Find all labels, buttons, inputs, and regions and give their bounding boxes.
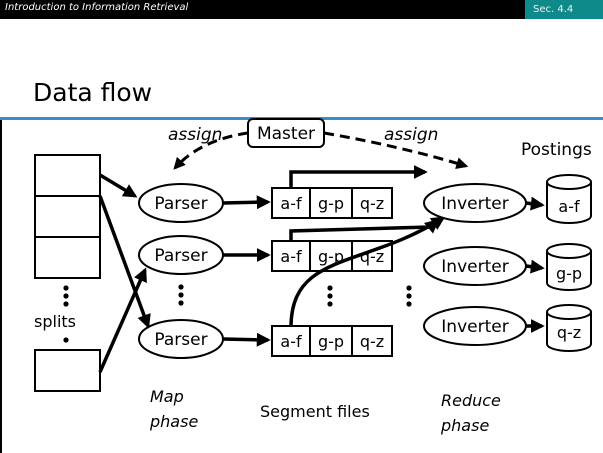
parser-label: Parser bbox=[154, 330, 207, 350]
segment-label: a-f bbox=[280, 247, 302, 266]
inverter-label: Inverter bbox=[441, 257, 508, 277]
postings-store: a-f g-p q-z bbox=[546, 174, 592, 352]
split-box bbox=[34, 349, 101, 392]
assign-arrow-right bbox=[323, 131, 469, 169]
assign-right-label: assign bbox=[384, 125, 438, 145]
slide-title: Data flow bbox=[33, 78, 153, 107]
inverter-label: Inverter bbox=[441, 194, 508, 214]
splits: splits bbox=[34, 154, 101, 392]
postings-label: g-p bbox=[556, 264, 582, 283]
postings-cylinder bbox=[546, 304, 592, 320]
header-bar: Introduction to Information Retrieval Se… bbox=[0, 0, 603, 19]
inverter-postings-arrows bbox=[525, 196, 545, 333]
parser-label: Parser bbox=[154, 246, 207, 266]
postings-header: Postings bbox=[521, 140, 592, 160]
split-box bbox=[34, 236, 101, 279]
master-label: Master bbox=[257, 124, 315, 144]
section-label: Sec. 4.4 bbox=[525, 0, 603, 19]
postings-label: a-f bbox=[558, 197, 580, 216]
map-phase-label: Map bbox=[150, 387, 184, 406]
segment-label: a-f bbox=[280, 332, 302, 351]
assign-arrow-left bbox=[173, 131, 249, 170]
left-border bbox=[0, 120, 2, 453]
parser-column: Parser Parser Parser bbox=[138, 183, 224, 359]
postings-cylinder bbox=[546, 174, 592, 190]
segment-label: g-p bbox=[318, 247, 344, 266]
inverter-column: Inverter Inverter Inverter bbox=[406, 183, 527, 346]
course-title: Introduction to Information Retrieval bbox=[5, 2, 189, 13]
reduce-phase-label: phase bbox=[440, 416, 489, 435]
segment-file bbox=[271, 187, 393, 219]
parser-segment-arrows bbox=[222, 195, 271, 347]
segment-files: a-f g-p q-z a-f g-p q-z a-f g-p q-z bbox=[271, 187, 393, 357]
segment-label: q-z bbox=[360, 332, 384, 351]
parser-label: Parser bbox=[154, 194, 207, 214]
segment-label: g-p bbox=[318, 194, 344, 213]
segment-files-label: Segment files bbox=[260, 402, 370, 421]
postings-label: q-z bbox=[557, 323, 581, 342]
segment-label: a-f bbox=[280, 194, 302, 213]
assign-left-label: assign bbox=[168, 125, 222, 145]
segment-file bbox=[271, 325, 393, 357]
splits-label: splits bbox=[34, 312, 76, 331]
split-box bbox=[34, 195, 101, 238]
split-box bbox=[34, 154, 101, 197]
reduce-phase-label: Reduce bbox=[441, 391, 501, 410]
split-parser-arrows bbox=[98, 173, 151, 373]
postings-cylinder bbox=[546, 243, 592, 259]
segment-label: g-p bbox=[318, 332, 344, 351]
map-phase-label: phase bbox=[149, 412, 198, 431]
segment-inverter-arrows bbox=[289, 165, 446, 327]
inverter-label: Inverter bbox=[441, 317, 508, 337]
segment-label: q-z bbox=[360, 194, 384, 213]
